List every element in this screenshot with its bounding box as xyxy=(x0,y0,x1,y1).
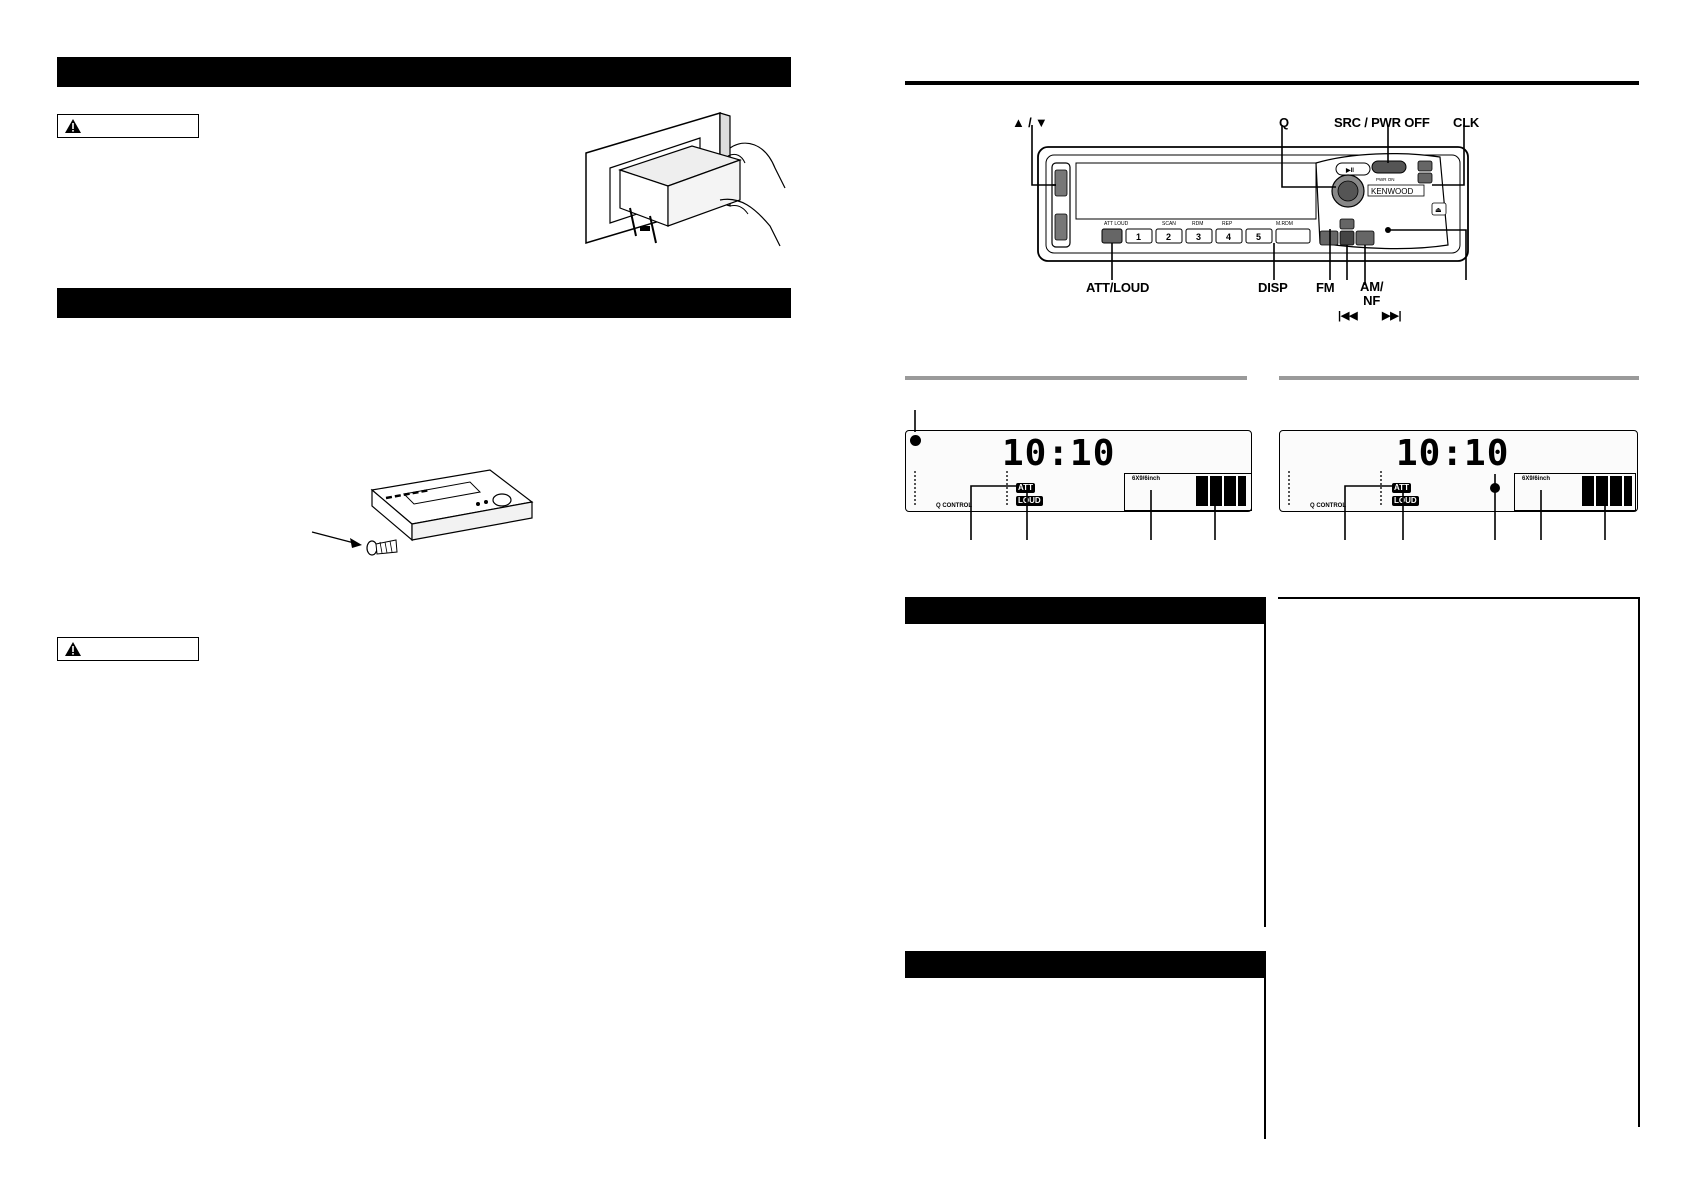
section-header-bar-3 xyxy=(905,597,1265,624)
subsection-rule-right xyxy=(1279,376,1639,380)
scan-tiny-label: SCAN xyxy=(1162,221,1176,227)
lcd-time: 10:10 xyxy=(1002,433,1116,474)
callout-disp: DISP xyxy=(1258,280,1288,295)
preset-4[interactable]: 4 xyxy=(1226,232,1231,242)
subsection-rule-left xyxy=(905,376,1247,380)
warning-triangle-icon xyxy=(65,642,81,656)
callout-prev: |◀◀ xyxy=(1338,310,1358,322)
speaker-size-label: 6X9/6inch xyxy=(1132,476,1161,482)
sidebar-top-rule xyxy=(1278,597,1639,599)
callout-q: Q xyxy=(1279,115,1289,130)
preset-1[interactable]: 1 xyxy=(1136,232,1141,242)
lcd-display-2: 10:10 Q CONTROL ATT LOUD 6X9/6inch xyxy=(1279,430,1638,512)
callout-src-pwr-off: SRC / PWR OFF xyxy=(1334,115,1430,130)
warning-triangle-icon xyxy=(65,119,81,133)
rdm-tiny-label: RDM xyxy=(1192,221,1203,227)
q-control-label: Q CONTROL xyxy=(936,503,972,509)
warning-box-2 xyxy=(57,637,199,661)
lcd-display-1: 10:10 Q CONTROL ATT LOUD 6X9/6inch xyxy=(905,430,1252,512)
svg-text:▶II: ▶II xyxy=(1345,167,1354,174)
rep-tiny-label: REP xyxy=(1222,221,1233,227)
faceplate-diagram: ATT LOUD SCAN RDM REP M.RDM 1 2 3 4 5 ▶I… xyxy=(1031,125,1469,285)
att-badge: ATT xyxy=(1016,483,1035,493)
callout-up-down: ▲ / ▼ xyxy=(1012,115,1048,130)
q-control-label: Q CONTROL xyxy=(1310,503,1346,509)
clock-indicator-icon xyxy=(910,435,921,446)
svg-text:⏏: ⏏ xyxy=(1435,207,1442,214)
section-header-bar-2 xyxy=(57,288,791,318)
callout-att-loud: ATT/LOUD xyxy=(1086,280,1150,295)
preset-buttons[interactable]: 1 2 3 4 5 xyxy=(1125,228,1311,244)
mrdm-tiny-label: M.RDM xyxy=(1276,221,1293,227)
loud-badge: LOUD xyxy=(1392,496,1419,506)
display-1-callouts xyxy=(914,410,1216,540)
loud-badge: LOUD xyxy=(1016,496,1043,506)
att-badge: ATT xyxy=(1392,483,1411,493)
display-2-callouts xyxy=(1344,474,1606,540)
preset-3[interactable]: 3 xyxy=(1196,232,1201,242)
brand-logo: KENWOOD xyxy=(1371,187,1413,196)
callout-fm: FM xyxy=(1316,280,1335,295)
att-loud-tiny-label: ATT LOUD xyxy=(1104,221,1129,227)
speaker-size-label: 6X9/6inch xyxy=(1522,476,1551,482)
faceplate-screw-illustration xyxy=(311,469,534,556)
section-header-bar-1 xyxy=(57,57,791,87)
preset-2[interactable]: 2 xyxy=(1166,232,1171,242)
unit-insertion-illustration xyxy=(585,111,786,247)
preset-5[interactable]: 5 xyxy=(1256,232,1261,242)
lcd-time: 10:10 xyxy=(1396,433,1510,474)
callout-am-nf: AM/ NF xyxy=(1360,279,1384,308)
sidebar-right-rule xyxy=(1638,597,1640,1127)
warning-box-1 xyxy=(57,114,199,138)
column-divider-left xyxy=(1264,597,1266,927)
callout-next: ▶▶| xyxy=(1382,310,1402,322)
column-divider-left-lower xyxy=(1264,951,1266,1139)
page-top-rule xyxy=(905,81,1639,85)
callout-clk: CLK xyxy=(1453,115,1480,130)
pwr-on-label: PWR ON xyxy=(1376,177,1395,182)
speaker-icons xyxy=(1582,476,1632,506)
section-header-bar-4 xyxy=(905,951,1265,978)
speaker-icons xyxy=(1196,476,1246,506)
